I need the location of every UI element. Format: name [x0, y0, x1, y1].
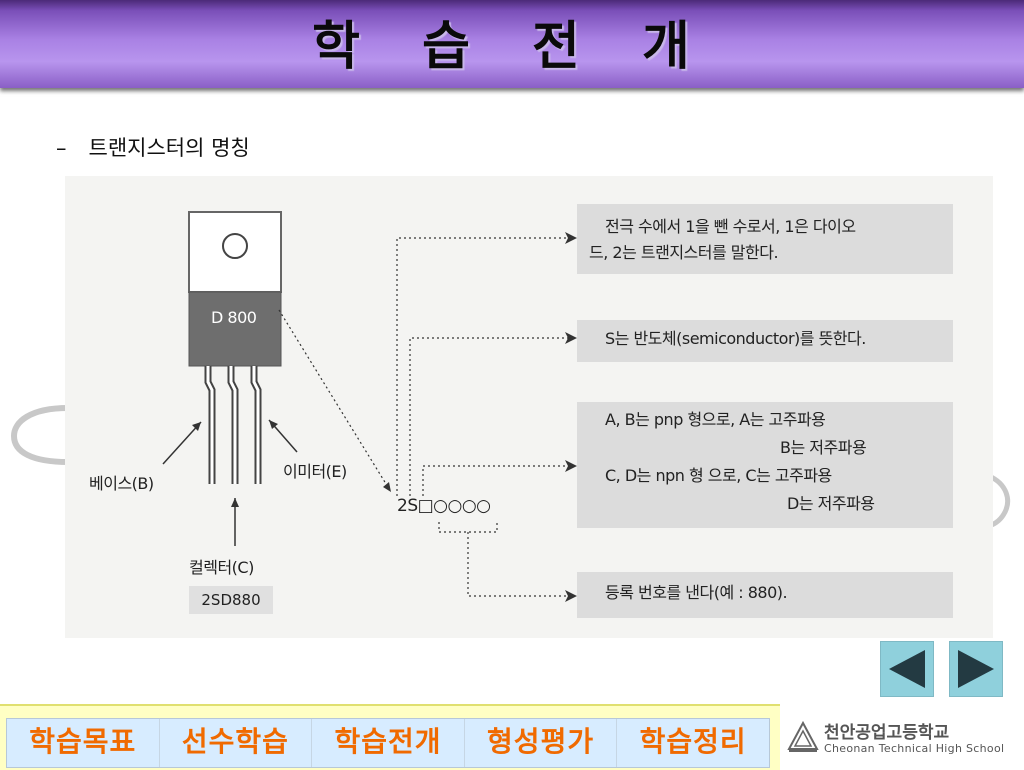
nav-learning-goals[interactable]: 학습목표 — [7, 719, 160, 767]
base-arrow — [162, 421, 202, 465]
connector-2 — [409, 337, 573, 496]
left-decoration — [10, 405, 69, 465]
code-bracket — [438, 522, 498, 533]
emitter-label: 이미터(E) — [283, 462, 347, 481]
connector-3 — [422, 465, 573, 496]
school-name: 천안공업고등학교 — [824, 723, 950, 743]
connector-2-head — [565, 332, 577, 344]
title-bar: 학 습 전 개 — [0, 0, 1024, 88]
leg-emitter-inner — [252, 366, 260, 484]
base-arrow-head — [192, 422, 201, 431]
naming-code: 2S□○○○○ — [397, 496, 491, 516]
diagram-graphics — [162, 211, 577, 602]
callout-type: A, B는 pnp 형으로, A는 고주파용 B는 저주파용 C, D는 npn… — [577, 402, 953, 528]
marking-dotted-head — [383, 482, 391, 492]
callout-line: 전극 수에서 1을 뺀 수로서, 1은 다이오 — [605, 217, 856, 236]
connector-1-head — [565, 232, 577, 244]
transistor-naming-diagram: D 800 베이스(B) 이미터(E) 컬렉터(C) 2SD880 2S□○○○… — [65, 176, 993, 638]
part-number: 2SD880 — [189, 586, 273, 614]
bullet-dash: – — [56, 136, 67, 160]
nav-assessment[interactable]: 형성평가 — [465, 719, 618, 767]
emitter-arrow-head — [269, 420, 278, 429]
leg-base-inner — [206, 366, 214, 484]
triangle-right-icon — [958, 650, 994, 688]
callout-electrode-count: 전극 수에서 1을 뺀 수로서, 1은 다이오 드, 2는 트랜지스터를 말한다… — [577, 204, 953, 274]
callout-registration: 등록 번호를 낸다(예 : 880). — [577, 572, 953, 618]
callout-line: D는 저주파용 — [787, 494, 875, 513]
school-emblem-icon — [787, 720, 819, 752]
bottom-nav: 학습목표 선수학습 학습전개 형성평가 학습정리 — [0, 704, 780, 770]
right-decoration — [987, 473, 1011, 529]
page-title: 학 습 전 개 — [312, 17, 712, 77]
callout-line: 등록 번호를 낸다(예 : 880). — [605, 583, 788, 602]
callout-line: 드, 2는 트랜지스터를 말한다. — [589, 243, 779, 262]
callout-line: A, B는 pnp 형으로, A는 고주파용 — [605, 410, 826, 429]
school-logo-area: 천안공업고등학교 Cheonan Technical High School — [780, 704, 1024, 768]
triangle-left-icon — [889, 650, 925, 688]
base-label: 베이스(B) — [89, 474, 154, 493]
bullet-text: 트랜지스터의 명칭 — [88, 136, 250, 160]
school-name-en: Cheonan Technical High School — [824, 742, 1005, 755]
callout-line: B는 저주파용 — [780, 438, 867, 457]
nav-prerequisite[interactable]: 선수학습 — [160, 719, 313, 767]
connector-3-head — [565, 460, 577, 472]
nav-summary[interactable]: 학습정리 — [639, 725, 747, 758]
transistor-body — [188, 291, 282, 367]
next-button[interactable] — [949, 641, 1003, 697]
leg-collector-inner — [229, 366, 237, 484]
connector-1 — [396, 237, 573, 496]
nav-learning-development[interactable]: 학습전개 — [312, 719, 465, 767]
connector-4-head — [565, 590, 577, 602]
bullet-item: –트랜지스터의 명칭 — [56, 132, 250, 162]
connector-4 — [467, 532, 573, 597]
mounting-hole — [222, 233, 248, 259]
collector-label: 컬렉터(C) — [189, 558, 254, 577]
callout-line: C, D는 npn 형 으로, C는 고주파용 — [605, 466, 832, 485]
prev-button[interactable] — [880, 641, 934, 697]
nav-menu: 학습목표 선수학습 학습전개 형성평가 학습정리 — [6, 718, 770, 768]
transistor-marking: D 800 — [211, 308, 257, 327]
marking-dotted-line — [278, 309, 392, 493]
collector-arrow-head — [231, 498, 239, 507]
callout-semiconductor: S는 반도체(semiconductor)를 뜻한다. — [577, 320, 953, 362]
callout-line: S는 반도체(semiconductor)를 뜻한다. — [605, 329, 866, 348]
